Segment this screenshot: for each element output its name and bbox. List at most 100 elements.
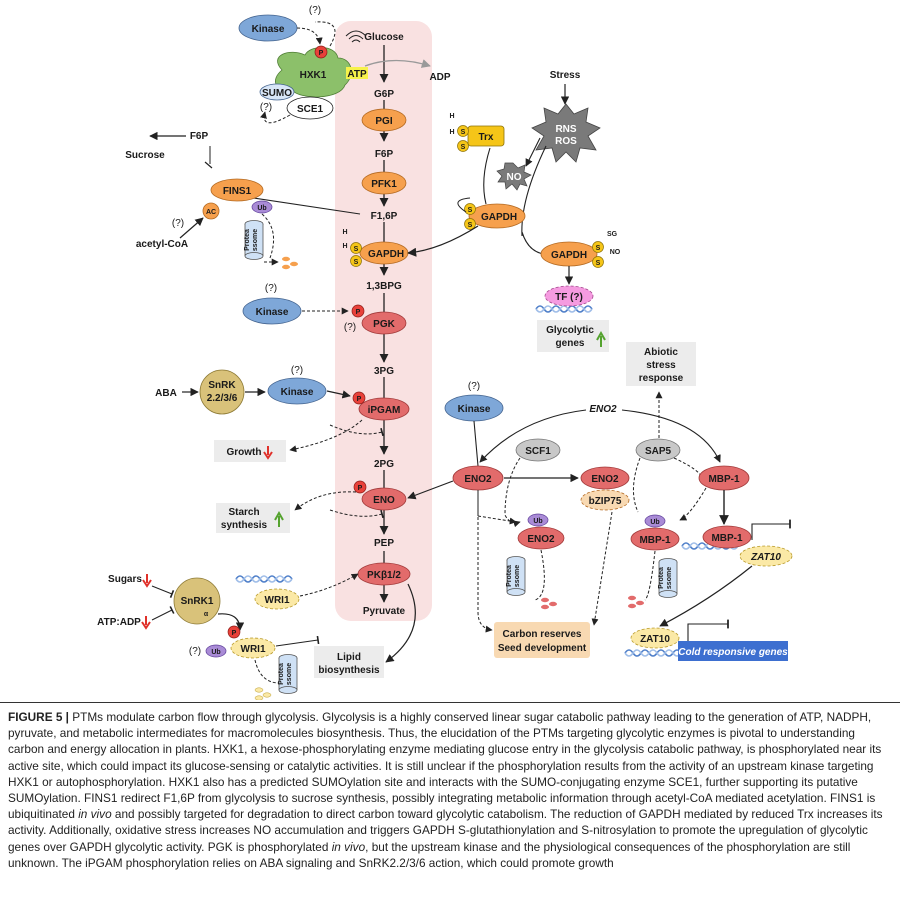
diagram-label: α [204, 611, 209, 618]
degraded-peptides-fins1 [282, 256, 298, 270]
stress-label: Stress [550, 70, 581, 81]
diagram-label: H [342, 243, 347, 250]
figure-caption: FIGURE 5 | PTMs modulate carbon flow thr… [8, 709, 892, 897]
sce1-node [286, 96, 334, 120]
caption-text-2: and possibly targeted for degradation to… [8, 807, 883, 854]
diagram-label: biosynthesis [318, 665, 380, 676]
diagram-label: H [342, 229, 347, 236]
diagram-label: ssome [666, 567, 673, 589]
diagram-label: ENO2 [527, 534, 555, 545]
metabolite-glucose: Glucose [364, 32, 404, 43]
diagram-label: P [357, 396, 362, 403]
diagram-label: SnRK1 [181, 596, 214, 607]
diagram-label: (?) [265, 283, 277, 294]
diagram-label: MBP-1 [711, 533, 743, 544]
sugars-label: Sugars [108, 574, 142, 585]
metabolite-f6p: F6P [375, 149, 394, 160]
kinase-label: Kinase [252, 24, 285, 35]
diagram-label: synthesis [221, 520, 268, 531]
enzyme-pfk1-label: PFK1 [371, 179, 397, 190]
diagram-label: S [468, 222, 473, 229]
fins1-label: FINS1 [223, 186, 252, 197]
mbp1-dna-node [702, 525, 752, 549]
diagram-label: bZIP75 [589, 496, 622, 507]
diagram-label: stress [646, 360, 676, 371]
diagram-label: Carbon reserves [503, 629, 582, 640]
no-star [496, 162, 532, 191]
diagram-label: SG [607, 231, 618, 238]
atpadp-label: ATP:ADP [97, 617, 141, 628]
atpadp-down-arrow [141, 616, 151, 630]
diagram-label: Protea [506, 565, 513, 587]
diagram-label: AC [206, 209, 216, 216]
acetyl-coa-label: acetyl-CoA [136, 239, 188, 250]
zat10-protein [630, 627, 680, 649]
phospho-hxk1 [314, 45, 328, 59]
diagram-label: Lipid [337, 652, 361, 663]
eno2-ub-node [517, 526, 565, 550]
unknown-mark: (?) [309, 5, 321, 16]
diagram-label: (?) [260, 102, 272, 113]
diagram-label: TF (?) [555, 292, 583, 303]
aba-label: ABA [155, 388, 177, 399]
diagram-label: RNS [555, 124, 576, 135]
caption-text-1: PTMs modulate carbon flow through glycol… [8, 710, 882, 822]
sumo-label: SUMO [262, 88, 292, 99]
diagram-label: S [461, 129, 466, 136]
atp-label: ATP [347, 69, 367, 80]
phospho-ipgam [352, 391, 366, 405]
glucose-signal-icon [345, 30, 367, 43]
diagram-label: ROS [555, 136, 577, 147]
diagram-label: (?) [344, 322, 356, 333]
diagram-label: ssome [286, 663, 293, 685]
wri1-node-top [254, 588, 300, 610]
diagram-label: H [449, 113, 454, 120]
diagram-label: Seed development [498, 643, 587, 654]
fins1-enzyme [210, 178, 264, 202]
enzyme-gapdh-label: GAPDH [368, 249, 404, 260]
diagram-label: WRI1 [241, 644, 266, 655]
phospho-pgk [351, 304, 365, 318]
metabolite-2pg: 2PG [374, 459, 394, 470]
enzyme-pgk [361, 311, 407, 335]
degraded-peptides-wri1 [254, 687, 272, 700]
diagram-label: P [319, 50, 324, 57]
diagram-label: GAPDH [551, 250, 587, 261]
sugars-down-arrow [142, 574, 152, 588]
diagram-label: H [449, 129, 454, 136]
diagram-label: SnRK [208, 380, 236, 391]
diagram-label: Cold responsive genes [678, 647, 788, 658]
diagram-label: S [596, 245, 601, 252]
figure-label: FIGURE 5 | [8, 710, 69, 724]
rns-ros-star [531, 103, 601, 163]
sucrose-label: Sucrose [125, 150, 165, 161]
metabolite-3pg: 3PG [374, 366, 394, 377]
diagram-label: Ub [650, 519, 659, 526]
diagram-label: genes [556, 338, 585, 349]
diagram-label: NO [610, 249, 621, 256]
sap5-node [635, 438, 681, 462]
gapdh-cytosolic [468, 203, 526, 229]
diagram-label: Ub [533, 518, 542, 525]
enzyme-ipgam-label: iPGAM [368, 405, 401, 416]
diagram-label: S [468, 207, 473, 214]
caption-text-3: , but the upstream kinase and the physio… [8, 839, 851, 870]
degraded-peptides-mbp1 [628, 595, 644, 609]
bzip75-node [580, 489, 630, 511]
diagram-label: MBP-1 [708, 474, 740, 485]
degraded-peptides-eno2 [541, 597, 557, 610]
diagram-label: Kinase [256, 307, 289, 318]
diagram-label: ENO2 [464, 474, 492, 485]
adp-label: ADP [429, 72, 450, 83]
ub-mbp1 [644, 514, 666, 528]
diagram-label: ENO2 [591, 474, 619, 485]
diagram-label: (?) [189, 646, 201, 657]
diagram-label: NO [507, 172, 522, 183]
diagram-label: P [232, 630, 237, 637]
ub-wri1 [205, 644, 227, 658]
snrk2-node [199, 369, 245, 415]
diagram-label: Protea [244, 229, 251, 251]
wri1-node-bottom [230, 637, 276, 659]
diagram-label: ZAT10 [640, 634, 670, 645]
eno2-gene-label: ENO2 [589, 404, 617, 415]
